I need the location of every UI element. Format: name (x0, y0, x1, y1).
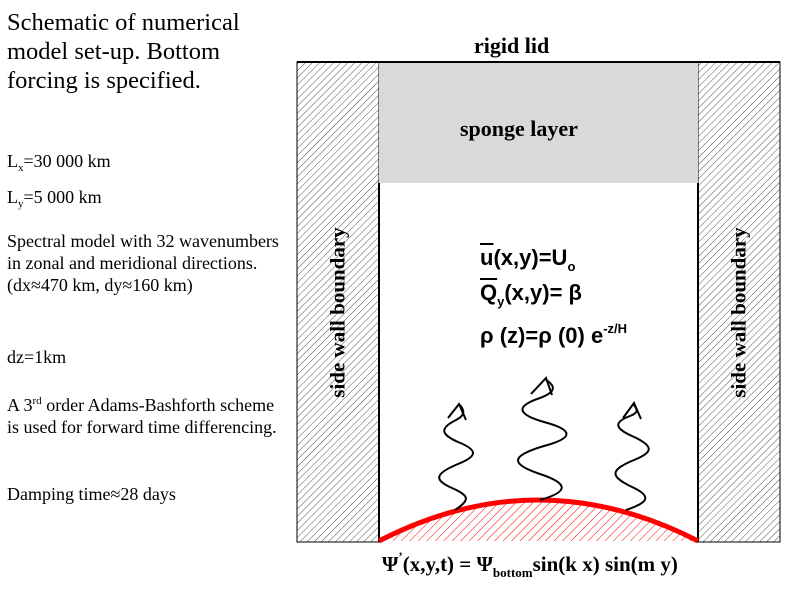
wave-arrow-center-head (530, 376, 553, 396)
ly-param: Ly=5 000 km (7, 187, 102, 210)
bottom-forcing-curve (377, 497, 700, 544)
wave-arrow-right (614, 404, 650, 511)
page-title: Schematic of numerical model set-up. Bot… (7, 9, 240, 94)
eq-density: ρ (z)=ρ (0) e-z/H (480, 321, 628, 348)
eq-pv-gradient: Qy(x,y)= β (480, 280, 582, 309)
damping-time: Damping time≈28 days (7, 484, 176, 504)
sponge-layer-label: sponge layer (460, 116, 578, 141)
scheme-description: A 3rd order Adams-Bashforth scheme is us… (7, 395, 277, 437)
wave-arrow-left-head (447, 402, 467, 421)
rigid-lid-label: rigid lid (474, 33, 550, 58)
left-side-wall (296, 61, 380, 543)
right-side-wall (697, 61, 781, 543)
bottom-forcing-equation: Ψ’(x,y,t) = Ψbottomsin(k x) sin(m y) (382, 549, 678, 580)
side-wall-right-label: side wall boundary (726, 227, 751, 398)
eq-mean-flow: u(x,y)=Uo (480, 245, 576, 274)
dz-param: dz=1km (7, 347, 67, 367)
side-wall-left-label: side wall boundary (325, 227, 350, 398)
lx-param: Lx=30 000 km (7, 151, 111, 174)
spectral-description: Spectral model with 32 wavenumbers in zo… (7, 231, 279, 295)
wave-arrow-center (517, 379, 568, 501)
sponge-layer-box (379, 62, 698, 183)
wave-arrow-left (438, 404, 474, 511)
wave-arrow-right-head (622, 401, 642, 420)
